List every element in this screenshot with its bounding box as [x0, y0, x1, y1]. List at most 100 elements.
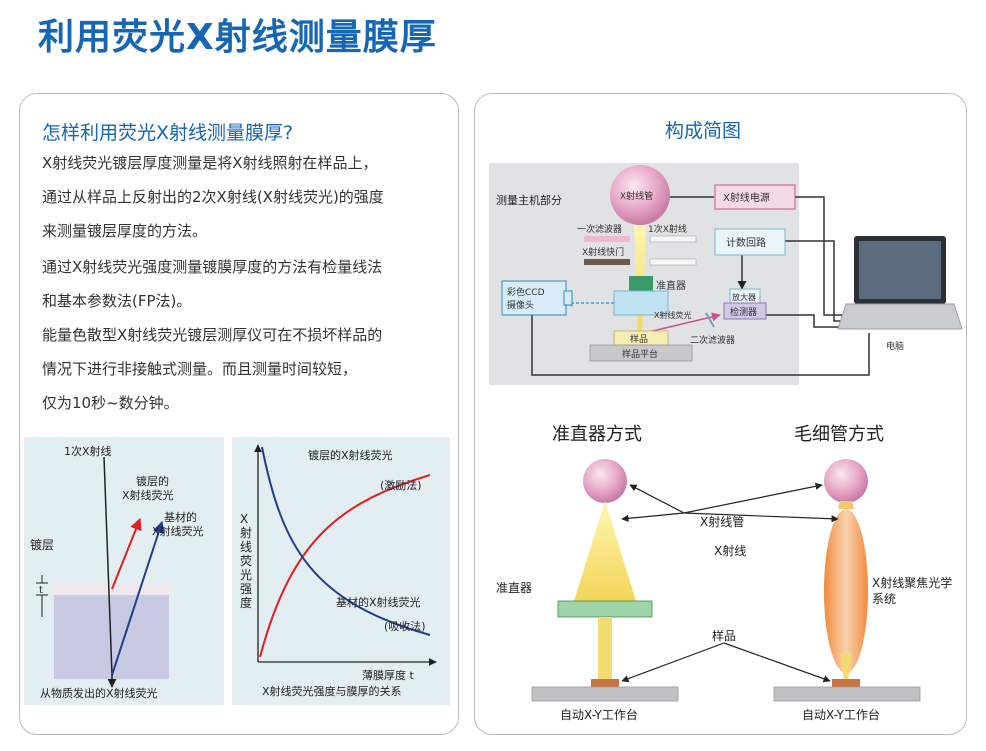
paragraph-line: X射线荧光镀层厚度测量是将X射线照射在样品上， — [42, 154, 378, 172]
layer-diagram-caption: 从物质发出的X射线荧光 — [40, 686, 158, 700]
left-xray-tube-icon — [583, 459, 627, 503]
stage-label: 样品平台 — [622, 348, 658, 360]
right-focused-beam — [840, 653, 852, 681]
paragraph-line: 和基本参数法(FP法)。 — [42, 292, 192, 310]
xray-tube-arrow-right — [683, 482, 823, 514]
coating-label: 镀层 — [30, 538, 54, 552]
detector-box — [723, 302, 767, 320]
xray-label-center: X射线 — [714, 543, 746, 558]
left-cone-beam — [574, 501, 636, 601]
sample-arrow-right — [723, 642, 831, 683]
collimator-method-title: 准直器方式 — [552, 424, 642, 445]
left-collimator-plate — [557, 600, 653, 618]
xray-tube-label: X射线管 — [620, 190, 653, 202]
layer-diagram-svg: 1次X射线 镀层的 X射线荧光 基材的 X射线荧光 镀层 t 从物质发出的X射线… — [30, 444, 204, 700]
intro-paragraph-2: 通过X射线荧光强度测量镀膜厚度的方法有检量线法 和基本参数法(FP法)。 — [42, 250, 442, 318]
xray-tube-arrow-left — [629, 484, 685, 514]
sample-label: 样品 — [630, 333, 648, 345]
right-tube-outlet — [838, 501, 854, 509]
right-sample-piece — [832, 679, 860, 687]
coating-curve — [259, 474, 431, 658]
structure-diagram: 测量主机部分 X射线管 X射线电源 一次滤波器 1次X射线 X射线快门 准直器 … — [489, 163, 963, 722]
primary-filter-bar-right — [649, 235, 697, 243]
computer-label: 电脑 — [886, 340, 904, 352]
structure-title: 构成简图 — [665, 120, 742, 142]
primary-filter-bar — [584, 236, 630, 242]
primary-xray-label: 1次X射线 — [64, 444, 112, 458]
coating-method-label: (激励法) — [380, 478, 422, 492]
focus-optics-label-1: X射线聚焦光学 — [872, 575, 952, 590]
paragraph-line: 通过从样品上反射出的2次X射线(X射线荧光)的强度 — [42, 188, 384, 206]
left-stage-label: 自动X-Y工作台 — [560, 707, 638, 722]
shutter-bar-right — [649, 258, 697, 266]
fluorescence-arrow — [643, 312, 721, 334]
coating-fluorescence-label-1: 镀层的 — [136, 474, 169, 488]
paragraph-line: 来测量镀层厚度的方法。 — [42, 222, 208, 240]
power-pc-wire — [794, 196, 864, 316]
coating-curve-label: 镀层的X射线荧光 — [308, 448, 393, 462]
host-part-label: 测量主机部分 — [496, 193, 562, 207]
detector-label: 检测器 — [730, 306, 757, 318]
paragraph-line: 通过X射线荧光强度测量镀膜厚度的方法有检量线法 — [42, 258, 383, 276]
left-sample-piece — [591, 679, 619, 687]
right-stage — [773, 686, 921, 702]
fluorescence-label: X射线荧光 — [654, 310, 691, 320]
ccd-lens — [563, 290, 573, 306]
laptop-base — [837, 303, 963, 330]
shutter-bar — [584, 259, 630, 265]
substrate-fluorescence-label-2: X射线荧光 — [152, 524, 204, 538]
left-collimator-label: 准直器 — [496, 581, 532, 595]
primary-filter-label: 一次滤波器 — [577, 223, 622, 235]
y-axis-label-char: 荧 — [240, 554, 252, 568]
ccd-camera-box — [501, 280, 567, 316]
substrate-method-label: (吸收法) — [384, 619, 426, 633]
primary-xray-line — [103, 456, 113, 676]
substrate-fluorescence-label-1: 基材的 — [164, 510, 197, 524]
ccd-pc-wire — [531, 315, 870, 376]
capillary-method-title: 毛细管方式 — [794, 424, 884, 445]
intro-question: 怎样利用荧光X射线测量膜厚? — [42, 122, 294, 144]
collimator-label: 准直器 — [656, 279, 686, 292]
paragraph-line: 仅为10秒~数分钟。 — [42, 394, 179, 412]
chart-caption: X射线荧光强度与膜厚的关系 — [262, 684, 402, 698]
substrate-curve-label: 基材的X射线荧光 — [336, 595, 421, 609]
sample-label-center: 样品 — [712, 628, 736, 643]
y-axis-label: X射线荧光强度 — [240, 512, 252, 610]
laptop-screen — [859, 241, 941, 299]
intro-paragraph-3: 能量色散型X射线荧光镀层测厚仪可在不损坏样品的 情况下进行非接触式测量。而且测量… — [42, 318, 442, 420]
right-xray-tube-icon — [824, 459, 868, 503]
coating-fluorescence-label-2: X射线荧光 — [122, 488, 174, 502]
left-stage — [531, 686, 679, 702]
y-axis-label-char: 射 — [240, 525, 252, 540]
stage-box — [589, 344, 693, 362]
xray-arrow-right — [683, 512, 839, 523]
counter-box — [714, 228, 786, 256]
layer-diagram: 1次X射线 镀层的 X射线荧光 基材的 X射线荧光 镀层 t 从物质发出的X射线… — [24, 437, 224, 705]
mirror-block — [613, 290, 669, 316]
coating-fluorescence-arrow — [111, 517, 142, 590]
y-axis-label-char: 强 — [240, 582, 252, 596]
secondary-filter-mark — [705, 312, 715, 328]
shutter-label: X射线快门 — [582, 246, 624, 258]
substrate-fluorescence-arrow — [111, 520, 165, 676]
sample-arrow-left — [621, 642, 725, 683]
ccd-label-1: 彩色CCD — [507, 286, 545, 298]
y-axis-label-char: X — [240, 512, 248, 526]
intensity-chart-svg: X射线荧光强度 镀层的X射线荧光 (激励法) 基材的X射线荧光 (吸收法) 薄膜… — [240, 444, 437, 698]
counter-label: 计数回路 — [726, 236, 766, 249]
page-title: 利用荧光X射线测量膜厚 — [38, 17, 437, 58]
y-axis-label-char: 线 — [240, 540, 252, 554]
y-axis-label-char: 度 — [240, 595, 252, 610]
intro-paragraph-1: X射线荧光镀层厚度测量是将X射线照射在样品上， 通过从样品上反射出的2次X射线(… — [42, 146, 442, 248]
amplifier-label: 放大器 — [732, 292, 756, 302]
substrate-curve — [261, 446, 431, 636]
xray-power-label: X射线电源 — [723, 191, 770, 204]
thickness-symbol: t — [39, 585, 43, 596]
paragraph-line: 情况下进行非接触式测量。而且测量时间较短， — [42, 360, 358, 378]
x-axis-label: 薄膜厚度 t — [362, 668, 414, 682]
focus-optics-label-2: 系统 — [872, 592, 896, 606]
left-narrow-beam — [598, 617, 612, 679]
coating-layer — [54, 583, 169, 595]
xray-power-box — [714, 184, 796, 210]
